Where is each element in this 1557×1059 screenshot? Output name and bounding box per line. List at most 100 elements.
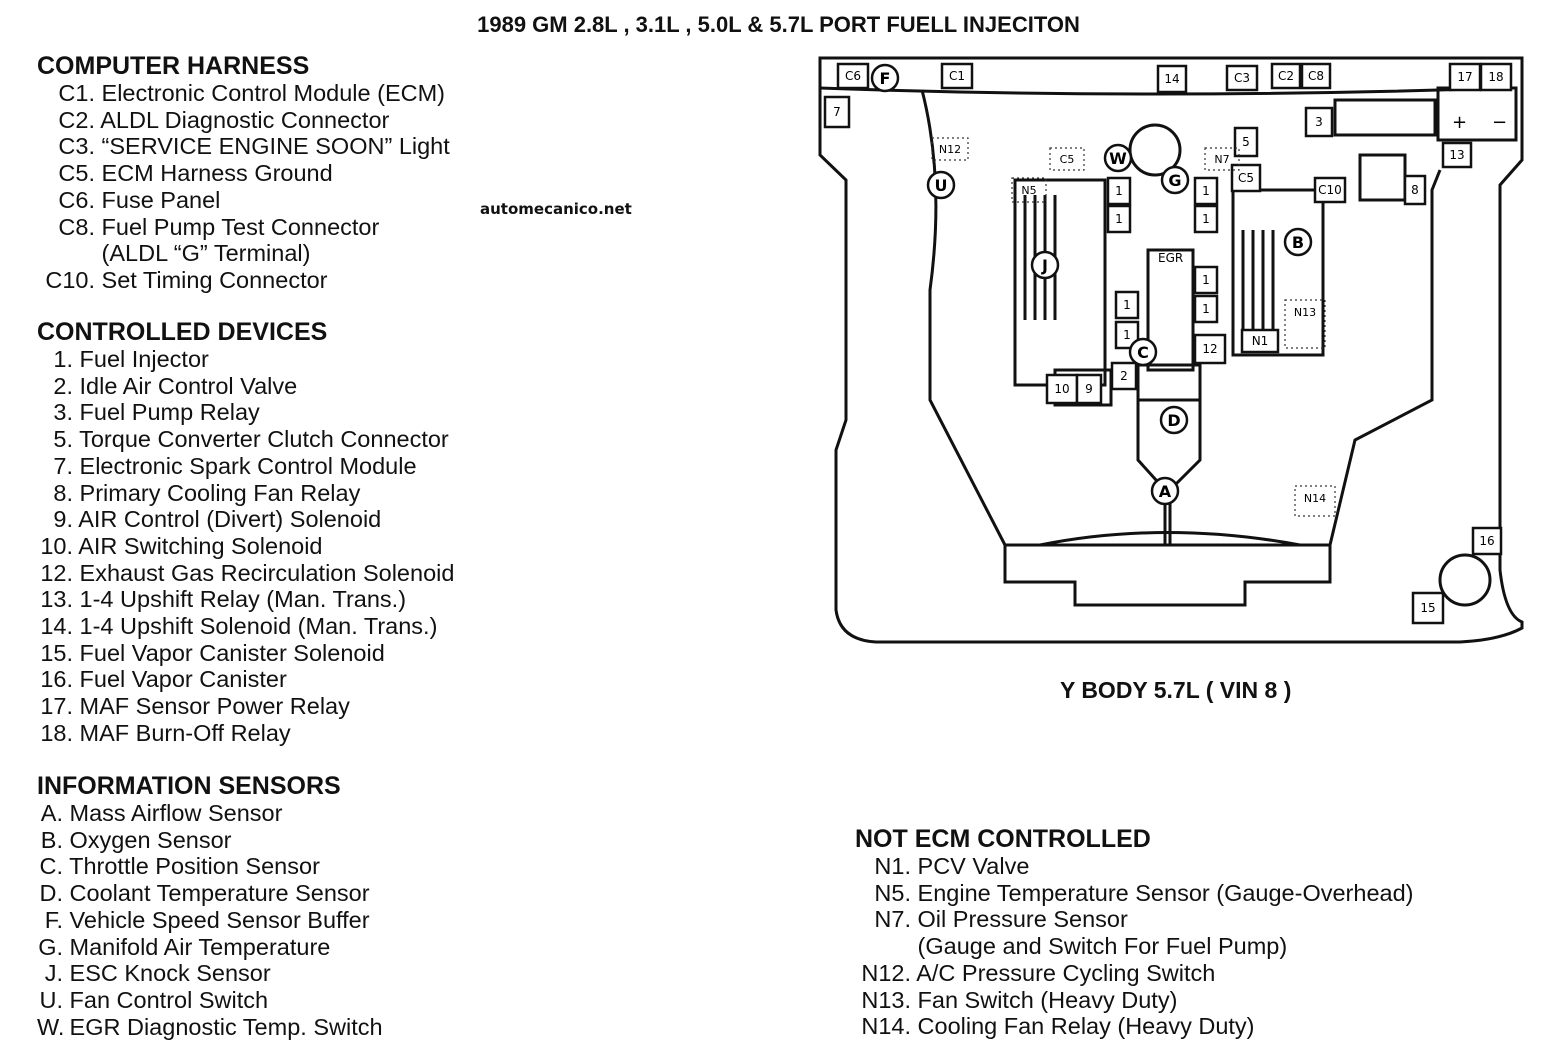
svg-text:1: 1: [1202, 212, 1210, 226]
svg-text:C5: C5: [1238, 171, 1254, 185]
diagram-circle-label: J: [1030, 250, 1060, 280]
legend-item-code: W.: [37, 1013, 65, 1040]
information-sensors-section: INFORMATION SENSORS A. Mass Airflow Sens…: [37, 773, 383, 1040]
svg-text:1: 1: [1202, 273, 1210, 287]
legend-item: N5. Engine Temperature Sensor (Gauge-Ove…: [855, 879, 1414, 907]
battery-plus-label: +: [1452, 112, 1467, 133]
diagram-box-label: C5: [1230, 163, 1262, 193]
c10-connector-body: [1358, 153, 1407, 202]
diagram-box-label: 1: [1106, 176, 1132, 206]
legend-item-text: Vehicle Speed Sensor Buffer: [63, 906, 370, 933]
legend-item: 9. AIR Control (Divert) Solenoid: [37, 506, 454, 533]
diagram-circle-label: U: [926, 170, 956, 200]
diagram-box-label: 17: [1448, 62, 1482, 92]
legend-item-text: Fuse Panel: [95, 186, 221, 213]
fuel-vapor-canister: [1438, 553, 1492, 607]
legend-item-text: Manifold Air Temperature: [63, 933, 331, 960]
svg-text:C8: C8: [1308, 69, 1324, 83]
legend-item-code: F.: [44, 906, 63, 933]
right-fender-line: [1328, 169, 1442, 546]
legend-item: (Gauge and Switch For Fuel Pump): [855, 933, 1414, 960]
not-ecm-controlled-heading: NOT ECM CONTROLLED: [855, 825, 1151, 853]
watermark: automecanico.net: [480, 200, 632, 218]
left-cylinder-bank: [1013, 178, 1107, 387]
diagram-circle-label: C: [1128, 337, 1158, 367]
legend-item-text: AIR Control (Divert) Solenoid: [73, 506, 382, 533]
diagram-dotted-label: N7: [1204, 147, 1240, 171]
legend-item-code: N14.: [861, 1013, 911, 1040]
diagram-box-label: C1: [940, 62, 974, 90]
diagram-box-label: C2: [1270, 62, 1302, 90]
legend-item: 8. Primary Cooling Fan Relay: [37, 480, 454, 507]
legend-item: U. Fan Control Switch: [37, 987, 383, 1014]
legend-item-code: D.: [39, 880, 64, 907]
svg-text:N5: N5: [1021, 184, 1036, 197]
svg-text:N14: N14: [1304, 492, 1326, 505]
svg-text:N12: N12: [939, 143, 961, 156]
legend-item: (ALDL “G” Terminal): [37, 240, 450, 267]
legend-item-text: Primary Cooling Fan Relay: [73, 479, 361, 506]
svg-text:5: 5: [1242, 135, 1250, 149]
right-cylinder-bank: [1231, 188, 1325, 357]
distributor: [1128, 123, 1182, 177]
compartment-outline: [818, 56, 1524, 644]
diagram-box-label: 8: [1403, 174, 1427, 206]
diagram-box-label: 7: [823, 95, 851, 129]
diagram-box-label: 5: [1233, 126, 1259, 158]
firewall-curve: [819, 86, 1506, 96]
diagram-box-label: N1: [1240, 328, 1280, 354]
diagram-box-label: 1: [1114, 320, 1140, 350]
legend-item: C2. ALDL Diagnostic Connector: [37, 107, 450, 134]
svg-text:A: A: [1159, 482, 1172, 501]
legend-item-code: C2.: [58, 106, 95, 133]
legend-item-code: C8.: [58, 213, 95, 240]
legend-item-text: Oil Pressure Sensor: [911, 906, 1128, 933]
legend-item: C. Throttle Position Sensor: [37, 853, 383, 880]
diagram-box-label: 12: [1193, 333, 1227, 365]
diagram-circle-label: A: [1150, 476, 1180, 506]
legend-item-text: ESC Knock Sensor: [63, 960, 271, 987]
legend-item-text: Fan Control Switch: [63, 986, 269, 1013]
legend-item: C8. Fuel Pump Test Connector: [37, 214, 450, 241]
legend-item-text: Engine Temperature Sensor (Gauge-Overhea…: [911, 879, 1414, 906]
legend-item: 13. 1-4 Upshift Relay (Man. Trans.): [37, 586, 454, 613]
legend-item-code: 15.: [40, 639, 73, 666]
ecm-bracket: [1333, 98, 1437, 137]
legend-item-code: N1.: [874, 853, 911, 879]
legend-item-text: ECM Harness Ground: [95, 160, 333, 187]
legend-item-text: (Gauge and Switch For Fuel Pump): [911, 933, 1288, 960]
legend-item: D. Coolant Temperature Sensor: [37, 880, 383, 907]
svg-text:1: 1: [1115, 212, 1123, 226]
diagram-circle-label: W: [1103, 143, 1133, 173]
svg-text:9: 9: [1085, 382, 1093, 396]
diagram-circle-label: B: [1283, 227, 1313, 257]
computer-harness-list: C1. Electronic Control Module (ECM)C2. A…: [37, 80, 450, 294]
computer-harness-section: COMPUTER HARNESS C1. Electronic Control …: [37, 53, 450, 294]
legend-item-text: A/C Pressure Cycling Switch: [911, 959, 1216, 986]
legend-item-text: Fan Switch (Heavy Duty): [911, 986, 1178, 1013]
legend-item-text: PCV Valve: [911, 853, 1030, 879]
information-sensors-heading: INFORMATION SENSORS: [37, 772, 341, 800]
legend-item: 2. Idle Air Control Valve: [37, 373, 454, 400]
diagram-box-label: 2: [1110, 361, 1138, 391]
diagram-dotted-label: N14: [1294, 485, 1336, 517]
legend-item-code: U.: [39, 986, 64, 1013]
legend-item-text: Throttle Position Sensor: [63, 853, 320, 880]
svg-text:C: C: [1137, 343, 1149, 362]
radiator-inner: [1039, 531, 1301, 547]
legend-item-text: Electronic Spark Control Module: [73, 452, 417, 479]
svg-text:2: 2: [1120, 369, 1128, 383]
legend-item-code: 17.: [40, 693, 73, 720]
legend-item-code: A.: [40, 800, 63, 826]
legend-item-code: N7.: [874, 906, 911, 933]
legend-item: J. ESC Knock Sensor: [37, 960, 383, 987]
svg-text:C10: C10: [1318, 183, 1342, 197]
throttle-body: [1136, 363, 1202, 402]
left-fender-line: [920, 89, 1007, 546]
legend-item-text: Mass Airflow Sensor: [63, 800, 283, 826]
diagram-box-label: 1: [1106, 204, 1132, 234]
legend-item: F. Vehicle Speed Sensor Buffer: [37, 907, 383, 934]
egr-label: EGR: [1158, 251, 1183, 265]
legend-item-text: AIR Switching Solenoid: [73, 532, 323, 559]
